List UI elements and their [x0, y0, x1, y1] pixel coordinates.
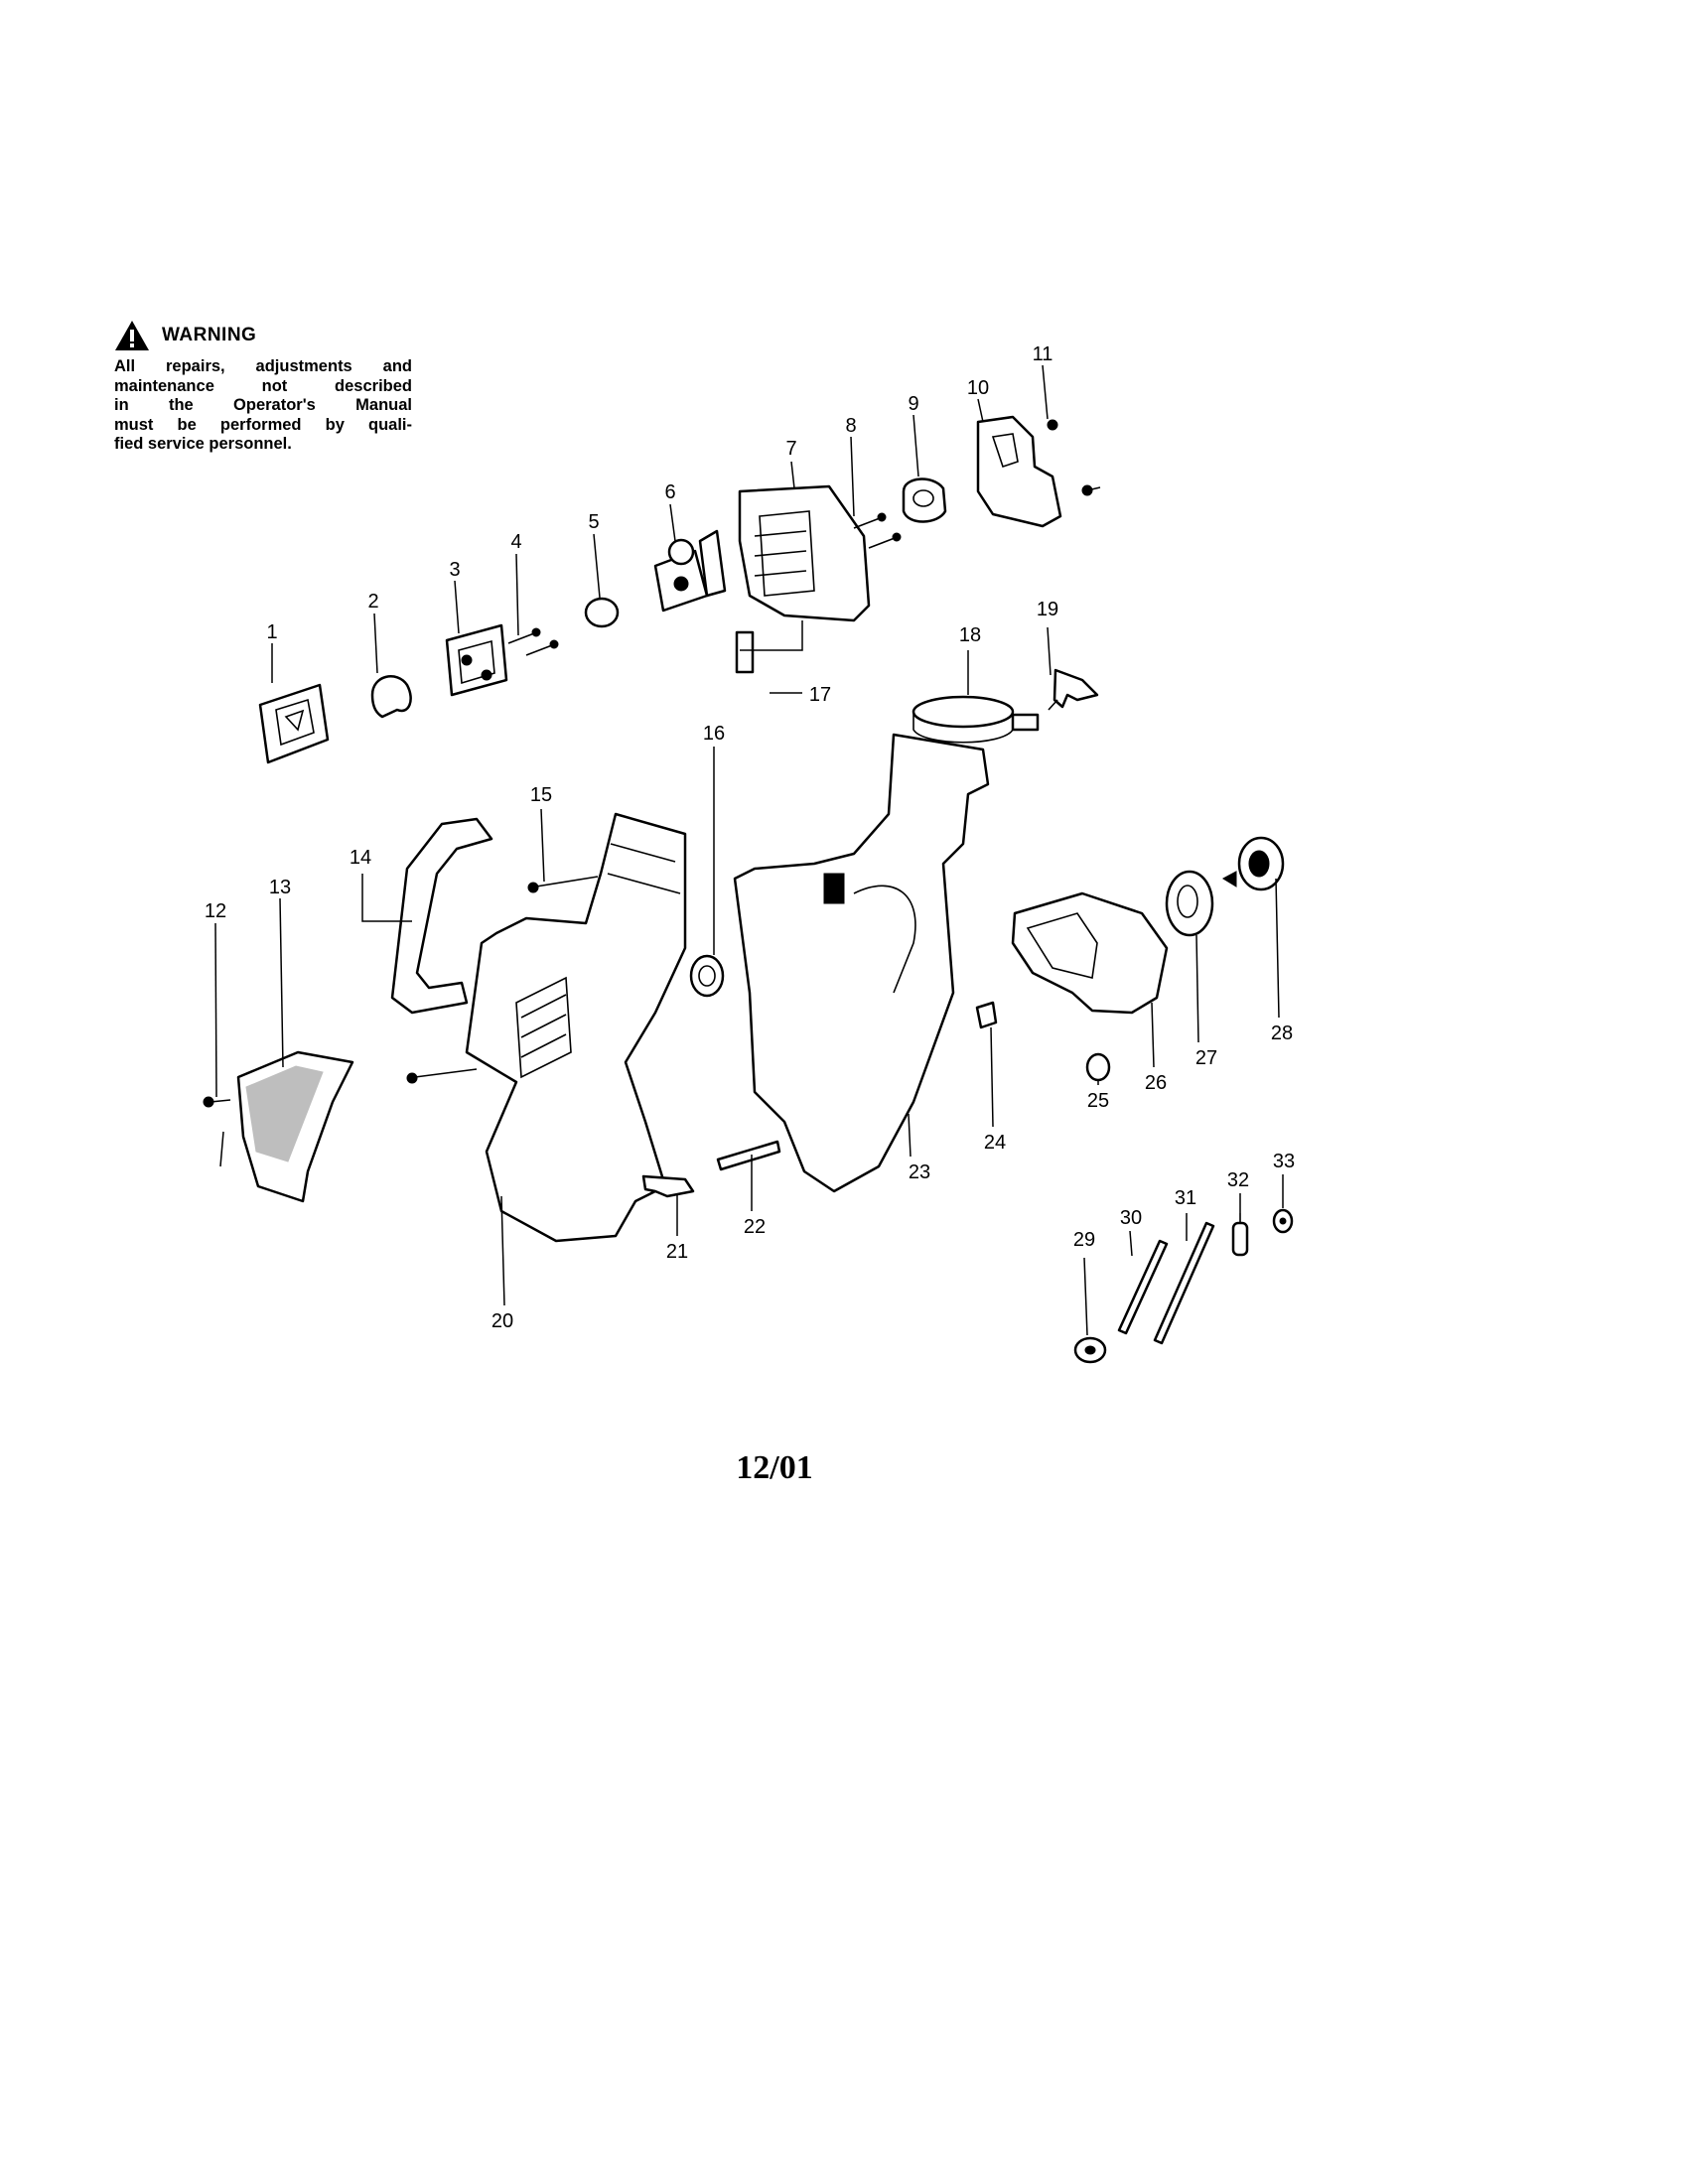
part-label-9: 9: [908, 393, 918, 415]
part-9-spacer: [902, 478, 947, 523]
part-label-29: 29: [1073, 1229, 1095, 1251]
leader-lines: [214, 364, 1284, 1336]
part-label-7: 7: [785, 438, 796, 460]
part-label-10: 10: [967, 377, 989, 399]
part-number-labels: 1 2 3 4 5 6 7 8 9 10 11 12 13 14 15 16 1…: [205, 343, 1295, 1332]
part-20-housing: [406, 812, 687, 1243]
part-27-ring: [1165, 870, 1214, 937]
part-label-20: 20: [491, 1310, 513, 1332]
part-7-filter-cover: [738, 484, 871, 622]
part-label-15: 15: [530, 784, 552, 806]
part-label-30: 30: [1120, 1207, 1142, 1229]
date-code: 12/01: [736, 1449, 813, 1486]
part-13-shield: [236, 1050, 354, 1203]
warning-line: All repairs, adjustments and: [114, 357, 412, 375]
part-14-handle: [390, 817, 493, 1015]
part-label-5: 5: [588, 511, 599, 533]
part-label-19: 19: [1037, 599, 1058, 620]
warning-line: in the Operator's Manual: [114, 396, 412, 414]
part-6-carburetor: [653, 529, 727, 613]
part-label-24: 24: [984, 1132, 1006, 1154]
part-19-knob: [1048, 668, 1099, 711]
part-label-2: 2: [367, 591, 378, 613]
part-label-18: 18: [959, 624, 981, 646]
part-33-nut: [1272, 1208, 1294, 1234]
part-15-screw: [527, 876, 599, 893]
part-label-1: 1: [266, 621, 277, 643]
part-24-spacer: [975, 1001, 998, 1029]
part-label-25: 25: [1087, 1090, 1109, 1112]
part-label-13: 13: [269, 877, 291, 898]
part-label-27: 27: [1195, 1047, 1217, 1069]
part-label-33: 33: [1273, 1151, 1295, 1172]
warning-text: All repairs, adjustments and maintenance…: [114, 357, 412, 455]
part-label-32: 32: [1227, 1169, 1249, 1191]
part-12-screw: [203, 1096, 231, 1167]
warning-line: must be performed by quali-: [114, 415, 412, 434]
part-label-26: 26: [1145, 1072, 1167, 1094]
warning-line: fied service personnel.: [114, 435, 292, 453]
part-30-fuel-line: [1117, 1239, 1169, 1335]
part-label-14: 14: [350, 847, 371, 869]
part-2-cap: [370, 675, 412, 719]
part-18-clamp: [912, 695, 1040, 744]
part-29-washer: [1073, 1336, 1107, 1364]
part-1-gasket: [258, 683, 330, 764]
part-label-11: 11: [1033, 343, 1053, 365]
part-22-pin: [716, 1140, 781, 1171]
part-label-4: 4: [510, 531, 521, 553]
warning-title: WARNING: [162, 325, 257, 345]
part-32-filter: [1231, 1213, 1249, 1257]
part-21-clip: [641, 1174, 695, 1198]
part-17-pin: [735, 630, 755, 674]
part-28-fan: [1221, 836, 1285, 891]
part-25-ring: [1085, 1052, 1111, 1082]
part-label-28: 28: [1271, 1023, 1293, 1044]
part-label-16: 16: [703, 723, 725, 745]
warning-notice: WARNING All repairs, adjustments and mai…: [114, 320, 412, 455]
part-31-fuel-line: [1153, 1221, 1215, 1345]
part-label-6: 6: [664, 481, 675, 503]
part-3-block: [445, 623, 508, 697]
part-label-22: 22: [744, 1216, 766, 1238]
part-4-screws: [507, 627, 559, 656]
part-16-gear: [689, 954, 725, 998]
warning-triangle-icon: [115, 321, 149, 350]
warning-line: maintenance not described: [114, 376, 412, 395]
part-23-housing-half: [733, 733, 990, 1193]
part-label-3: 3: [449, 559, 460, 581]
part-label-17: 17: [809, 684, 831, 706]
part-10-bracket: [976, 415, 1062, 528]
part-26-nozzle: [1011, 891, 1169, 1015]
part-11-screws: [1047, 419, 1101, 496]
part-8-screws: [853, 512, 902, 549]
part-label-8: 8: [845, 415, 856, 437]
part-label-23: 23: [909, 1161, 930, 1183]
part-5-disc: [584, 597, 620, 628]
part-label-31: 31: [1175, 1187, 1196, 1209]
part-label-12: 12: [205, 900, 226, 922]
part-label-21: 21: [666, 1241, 688, 1263]
